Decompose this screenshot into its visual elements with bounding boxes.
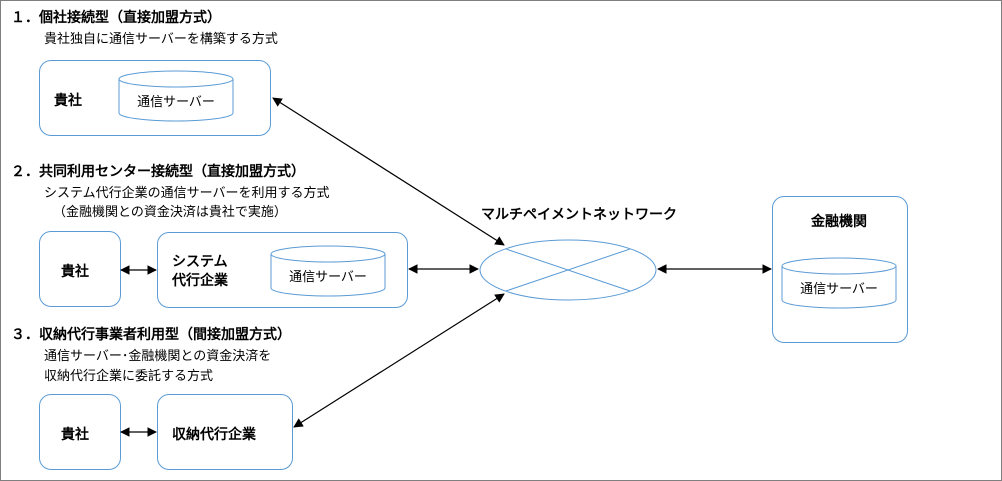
section-3-desc-line-2: 収納代行企業に委託する方式 [44,369,214,384]
section-3-heading: ３．収納代行事業者利用型（間接加盟方式） [11,327,291,343]
network-ellipse [479,239,657,301]
section-3-desc-line-1: 通信サーバー･金融機関との資金決済を [44,349,272,364]
bank-title: 金融機関 [811,214,867,230]
company-box-3: 貴社 [39,394,121,470]
collection-agent-box: 収納代行企業 [157,394,293,470]
collection-agent-label: 収納代行企業 [172,427,256,443]
server-cylinder-bank [781,257,897,309]
company-label-2: 貴社 [61,264,89,280]
bank-server-label: 通信サーバー [800,282,878,297]
section-1-desc-line-1: 貴社独自に通信サーバーを構築する方式 [44,32,278,47]
server-cylinder-1 [118,70,234,122]
section-2-desc-line-2: （金融機関との資金決済は貴社で実施） [53,205,287,220]
section-2-desc-line-1: システム代行企業の通信サーバーを利用する方式 [44,186,330,201]
system-agent-label-line-1: システム [172,254,228,270]
company-label-1: 貴社 [54,93,82,109]
server-label-1: 通信サーバー [137,95,215,110]
arrow-agent-network [293,293,505,428]
server-label-2: 通信サーバー [289,270,367,285]
network-label: マルチペイメントネットワーク [481,207,677,223]
section-1-heading: １．個社接続型（直接加盟方式） [11,10,221,26]
system-agent-label-line-2: 代行企業 [172,273,228,289]
arrow-company1-network [272,97,505,246]
company-label-3: 貴社 [61,427,89,443]
section-2-heading: ２．共同利用センター接続型（直接加盟方式） [11,164,305,180]
